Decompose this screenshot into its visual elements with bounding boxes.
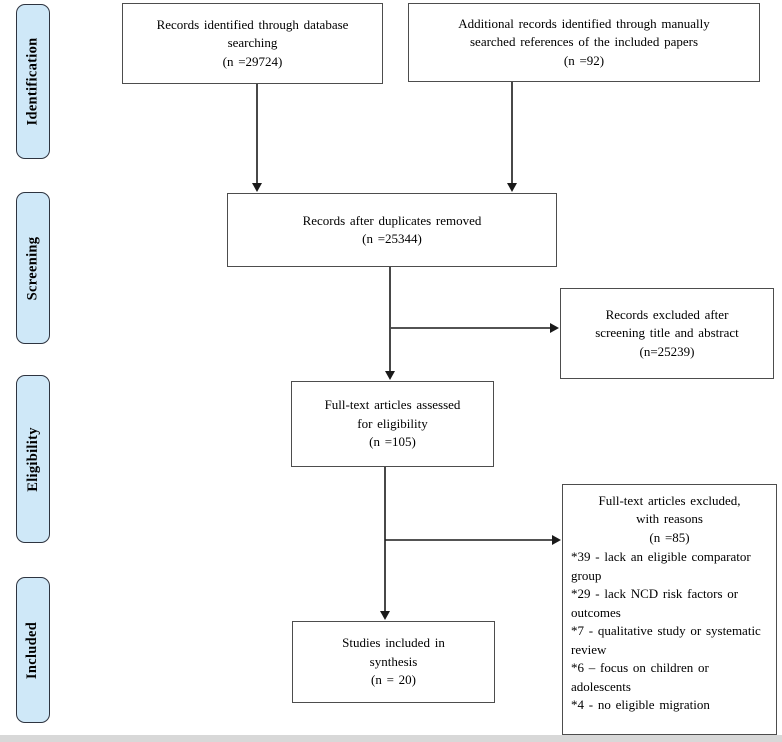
box-records-excluded: Records excluded after screening title a… (560, 288, 774, 379)
stage-eligibility-label: Eligibility (24, 426, 41, 492)
box-database-search-text: Records identified through database sear… (156, 16, 349, 69)
stage-screening-label: Screening (24, 236, 41, 300)
box-fulltext-assessed-text: Full-text articles assessed for eligibil… (324, 397, 461, 450)
exclusion-reason: *39 - lack an eligible comparator group (571, 549, 751, 583)
box-duplicates-removed: Records after duplicates removed (n =253… (227, 193, 557, 267)
box-fulltext-excluded: Full-text articles excluded, with reason… (562, 484, 777, 735)
exclusion-reason: *6 – focus on children or adolescents (571, 660, 709, 694)
stage-included: Included (16, 577, 50, 723)
stage-identification: Identification (16, 4, 50, 159)
box-duplicates-removed-text: Records after duplicates removed (n =253… (302, 212, 482, 246)
box-manual-search-text: Additional records identified through ma… (458, 15, 710, 68)
exclusion-reason: *7 - qualitative study or systematic rev… (571, 623, 761, 657)
box-fulltext-assessed: Full-text articles assessed for eligibil… (291, 381, 494, 467)
box-studies-included-text: Studies included in synthesis (n = 20) (342, 635, 445, 688)
box-manual-search: Additional records identified through ma… (408, 3, 760, 82)
box-records-excluded-text: Records excluded after screening title a… (595, 306, 739, 359)
box-database-search: Records identified through database sear… (122, 3, 383, 84)
exclusion-reason: *4 - no eligible migration (571, 696, 710, 712)
stage-eligibility: Eligibility (16, 375, 50, 543)
arrow-db-to-duplicates-head (252, 183, 262, 192)
bottom-edge-strip (0, 735, 782, 742)
exclusion-reason: *29 - lack NCD risk factors or outcomes (571, 586, 739, 620)
stage-included-label: Included (24, 621, 41, 679)
arrow-assessed-to-included-head (380, 611, 390, 620)
box-fulltext-excluded-heading: Full-text articles excluded, with reason… (598, 493, 741, 545)
arrow-to-records-excluded-head (550, 323, 559, 333)
stage-screening: Screening (16, 192, 50, 344)
arrow-to-fulltext-excluded-head (552, 535, 561, 545)
box-studies-included: Studies included in synthesis (n = 20) (292, 621, 495, 703)
arrow-manual-to-duplicates-head (507, 183, 517, 192)
arrow-duplicates-to-assessed-head (385, 371, 395, 380)
stage-identification-label: Identification (24, 37, 41, 126)
exclusion-reason-list: *39 - lack an eligible comparator group … (571, 548, 768, 714)
